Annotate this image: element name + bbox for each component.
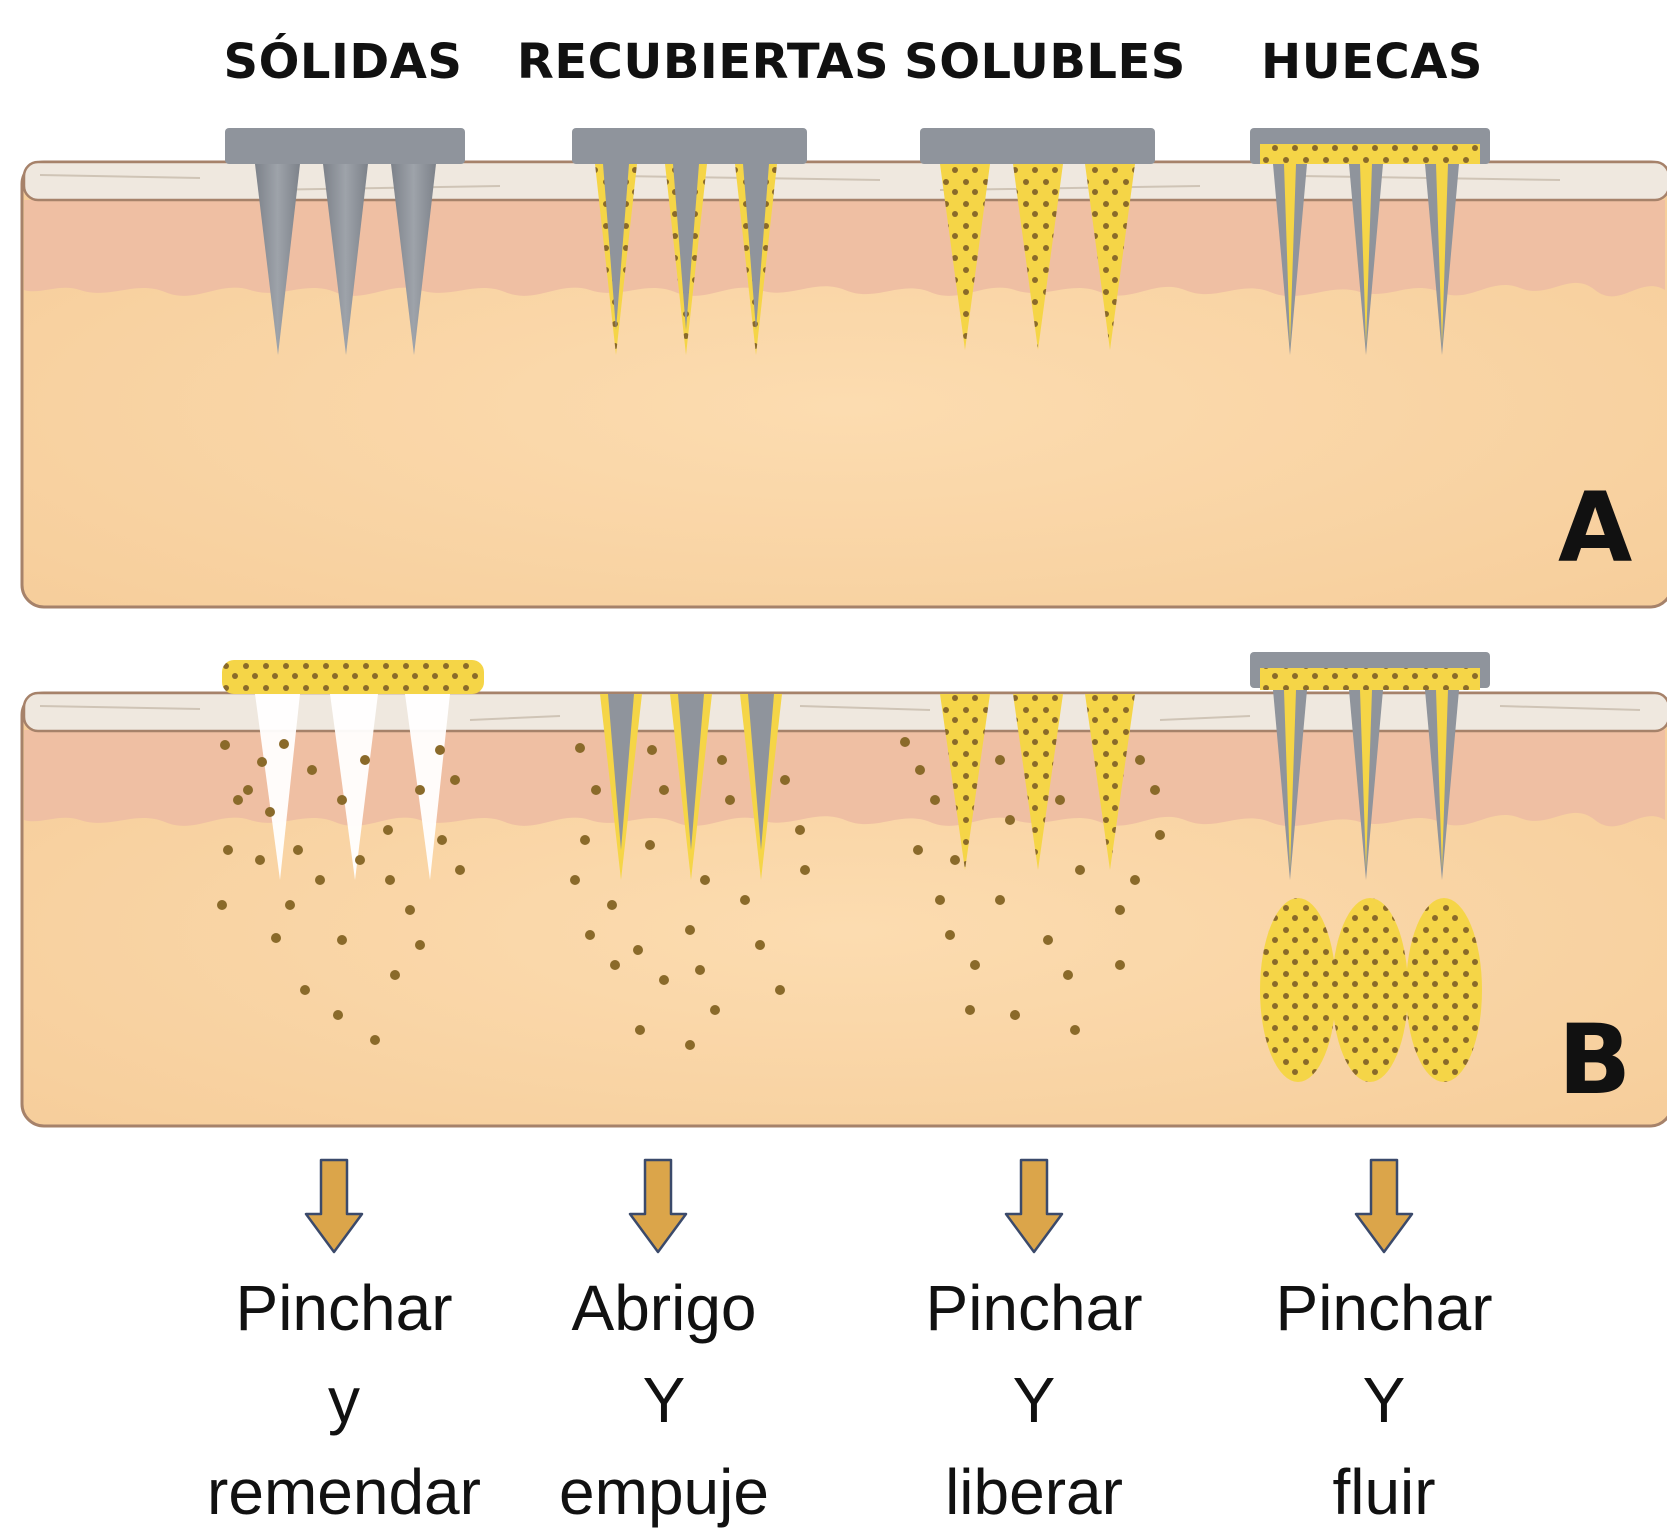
panel-letter-a: A	[1558, 472, 1632, 584]
panel-letter-b: B	[1558, 1004, 1631, 1116]
arrow-down-icon	[628, 1158, 688, 1254]
microneedle-diagram	[0, 0, 1667, 1160]
caption-line: Pinchar	[184, 1262, 504, 1354]
caption-line: empuje	[504, 1446, 824, 1538]
caption-line: remendar	[184, 1446, 504, 1538]
caption-line: y	[184, 1354, 504, 1446]
caption-line: Abrigo	[504, 1262, 824, 1354]
caption-line: liberar	[874, 1446, 1194, 1538]
caption-line: fluir	[1224, 1446, 1544, 1538]
panel-a	[22, 128, 1667, 607]
panel-b	[22, 652, 1667, 1126]
caption-line: Pinchar	[1224, 1262, 1544, 1354]
caption-line: Y	[504, 1354, 824, 1446]
arrow-down-icon	[304, 1158, 364, 1254]
caption-line: Y	[1224, 1354, 1544, 1446]
caption-line: Y	[874, 1354, 1194, 1446]
caption-coated: Abrigo Y empuje	[504, 1262, 824, 1538]
caption-line: Pinchar	[874, 1262, 1194, 1354]
caption-hollow: Pinchar Y fluir	[1224, 1262, 1544, 1538]
arrow-down-icon	[1354, 1158, 1414, 1254]
arrow-down-icon	[1004, 1158, 1064, 1254]
caption-solid: Pinchar y remendar	[184, 1262, 504, 1538]
caption-dissolving: Pinchar Y liberar	[874, 1262, 1194, 1538]
